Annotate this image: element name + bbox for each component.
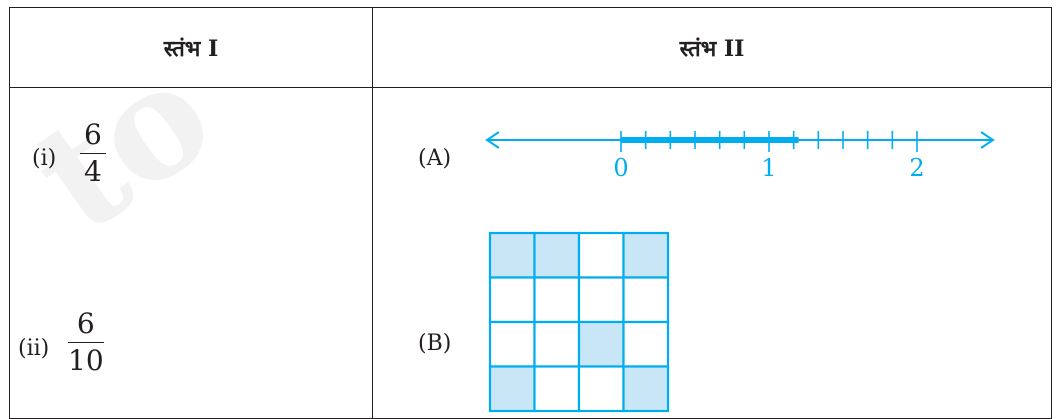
matching-table: स्तंभ I स्तंभ II (i) 6 4 (ii) 6 10 (A) 0…: [9, 7, 1052, 419]
grid-cell: [577, 231, 625, 279]
right-arrow-icon: [980, 131, 995, 149]
grid-cell: [533, 276, 581, 324]
column-1-header: स्तंभ I: [9, 7, 373, 88]
grid-cell: [533, 320, 581, 368]
item-A-label: (A): [418, 146, 452, 171]
shaded-grid-cell: [488, 365, 536, 413]
fraction-denominator: 10: [68, 344, 104, 377]
left-arrow-icon: [485, 131, 500, 149]
tick-label: 2: [909, 154, 924, 182]
item-ii-label: (ii): [18, 336, 50, 361]
column-2-cell: (A) 0 1 2 (B): [372, 87, 1052, 419]
shaded-grid: [488, 231, 670, 413]
content-row: (i) 6 4 (ii) 6 10 (A) 0 1 2 (B): [9, 87, 1052, 419]
item-B-label: (B): [418, 331, 452, 356]
header-row: स्तंभ I स्तंभ II: [9, 7, 1052, 88]
grid-cell: [622, 276, 670, 324]
fraction-6-4: 6 4: [80, 121, 106, 186]
grid-cell: [577, 365, 625, 413]
grid-cell: [488, 276, 536, 324]
column-2-header: स्तंभ II: [372, 7, 1052, 88]
grid-cell: [577, 276, 625, 324]
grid-cell: [488, 320, 536, 368]
shaded-grid-cell: [577, 320, 625, 368]
fraction-numerator: 6: [80, 121, 106, 154]
tick-label: 1: [761, 154, 776, 182]
fraction-6-10: 6 10: [68, 310, 104, 375]
shaded-grid-cell: [622, 365, 670, 413]
tick-label: 0: [613, 154, 628, 182]
shaded-grid-cell: [488, 231, 536, 279]
column-1-cell: (i) 6 4 (ii) 6 10: [9, 87, 373, 419]
fraction-numerator: 6: [68, 310, 104, 343]
grid-cell: [622, 320, 670, 368]
shaded-grid-cell: [622, 231, 670, 279]
number-line: 0 1 2: [485, 131, 995, 182]
shaded-grid-cell: [533, 231, 581, 279]
item-i-label: (i): [32, 146, 57, 171]
fraction-denominator: 4: [84, 155, 102, 188]
grid-cell: [533, 365, 581, 413]
